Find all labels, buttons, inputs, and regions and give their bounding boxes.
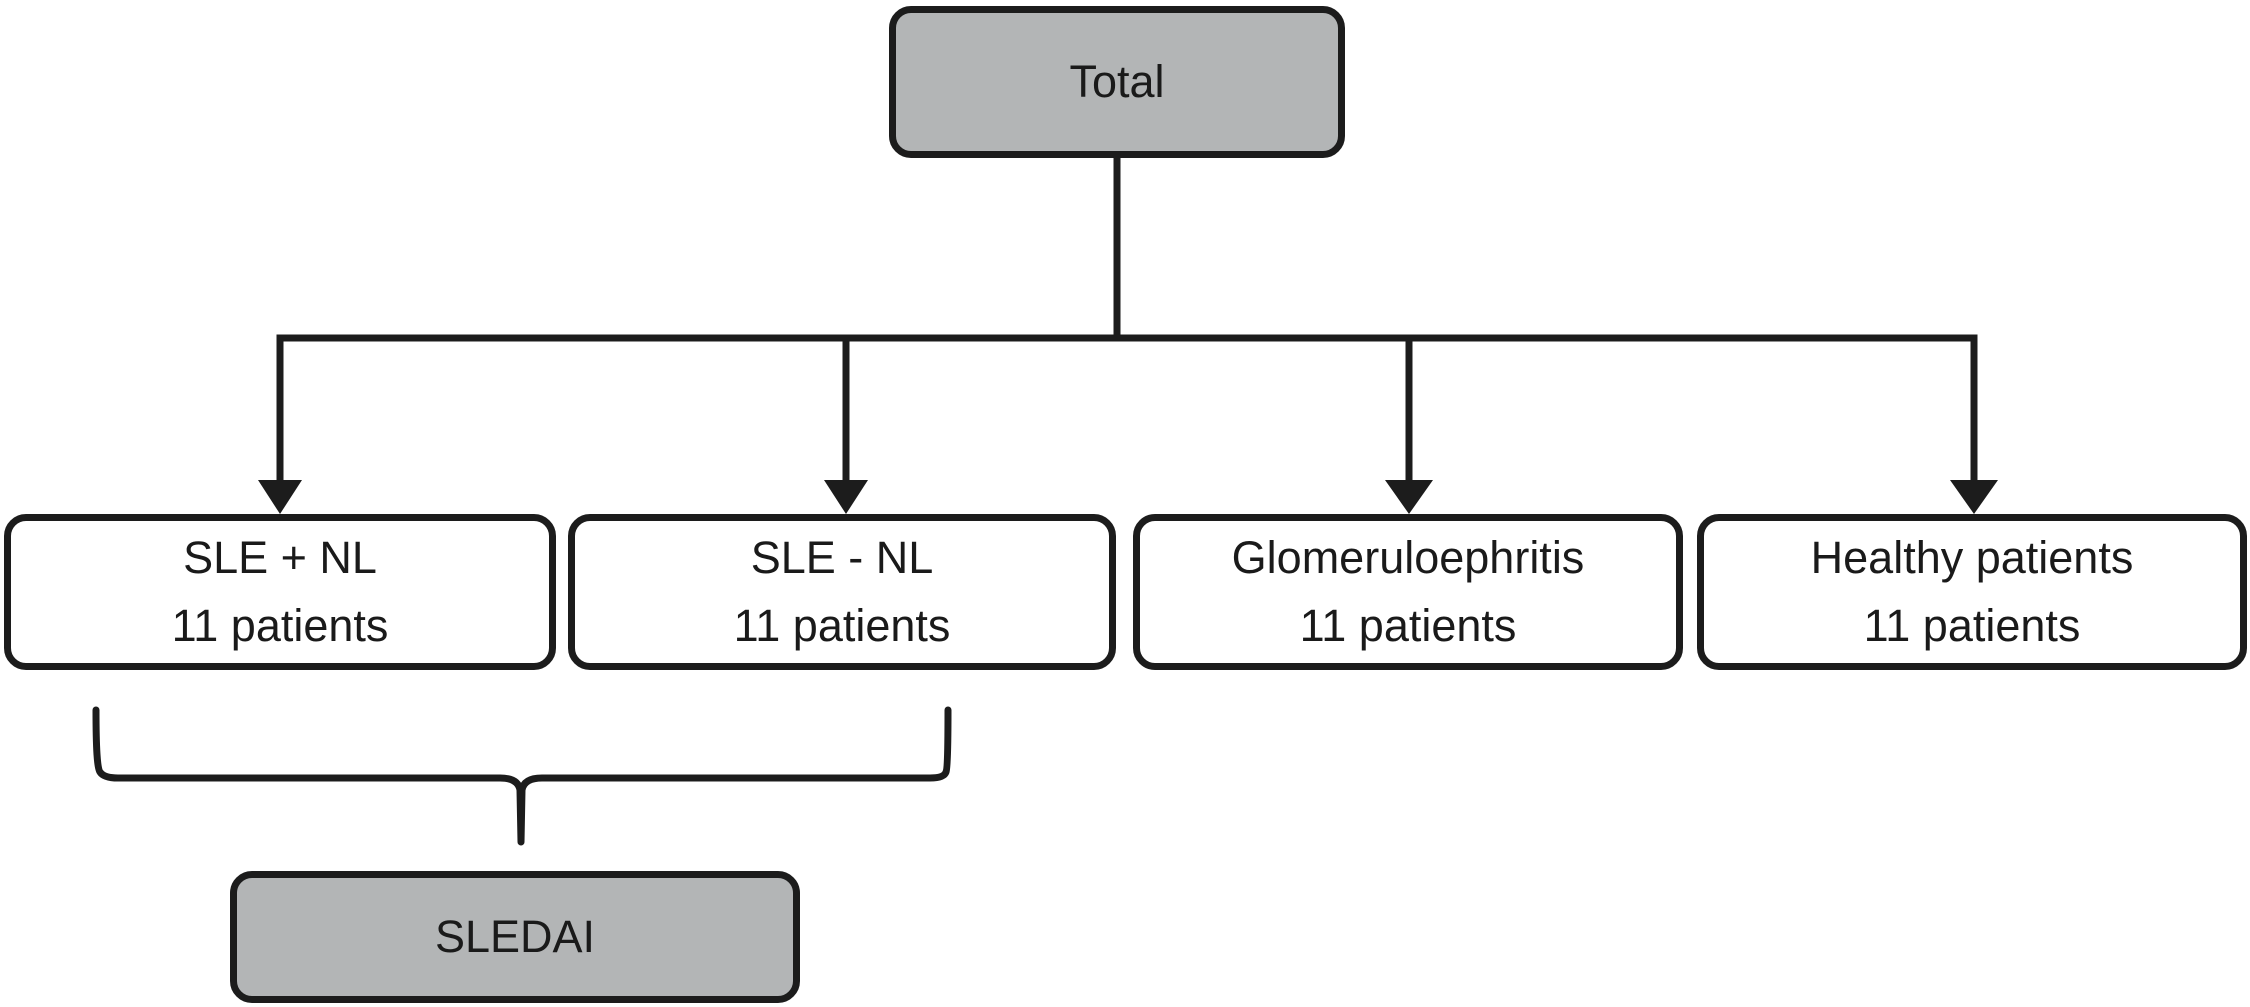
group-count: 11 patients — [733, 600, 951, 651]
arrowhead-1 — [258, 480, 302, 514]
group-node-sle-nl-positive: SLE + NL 11 patients — [4, 514, 556, 670]
group-node-glomeruloephritis: Glomeruloephritis 11 patients — [1133, 514, 1683, 670]
arrowhead-4 — [1950, 480, 1998, 514]
arrowhead-3 — [1385, 480, 1433, 514]
group-bracket — [92, 706, 952, 846]
group-count: 11 patients — [1299, 600, 1517, 651]
arrowhead-2 — [824, 480, 868, 514]
group-count: 11 patients — [171, 600, 389, 651]
total-node: Total — [889, 6, 1345, 158]
group-node-sle-nl-negative: SLE - NL 11 patients — [568, 514, 1116, 670]
group-name: SLE - NL — [750, 532, 934, 583]
group-name: Glomeruloephritis — [1231, 532, 1585, 583]
sledai-node: SLEDAI — [230, 871, 800, 1003]
total-label: Total — [1069, 56, 1165, 107]
group-name: SLE + NL — [183, 532, 377, 583]
group-name: Healthy patients — [1810, 532, 2134, 583]
group-node-healthy-patients: Healthy patients 11 patients — [1697, 514, 2247, 670]
sledai-label: SLEDAI — [434, 911, 596, 962]
group-count: 11 patients — [1863, 600, 2081, 651]
